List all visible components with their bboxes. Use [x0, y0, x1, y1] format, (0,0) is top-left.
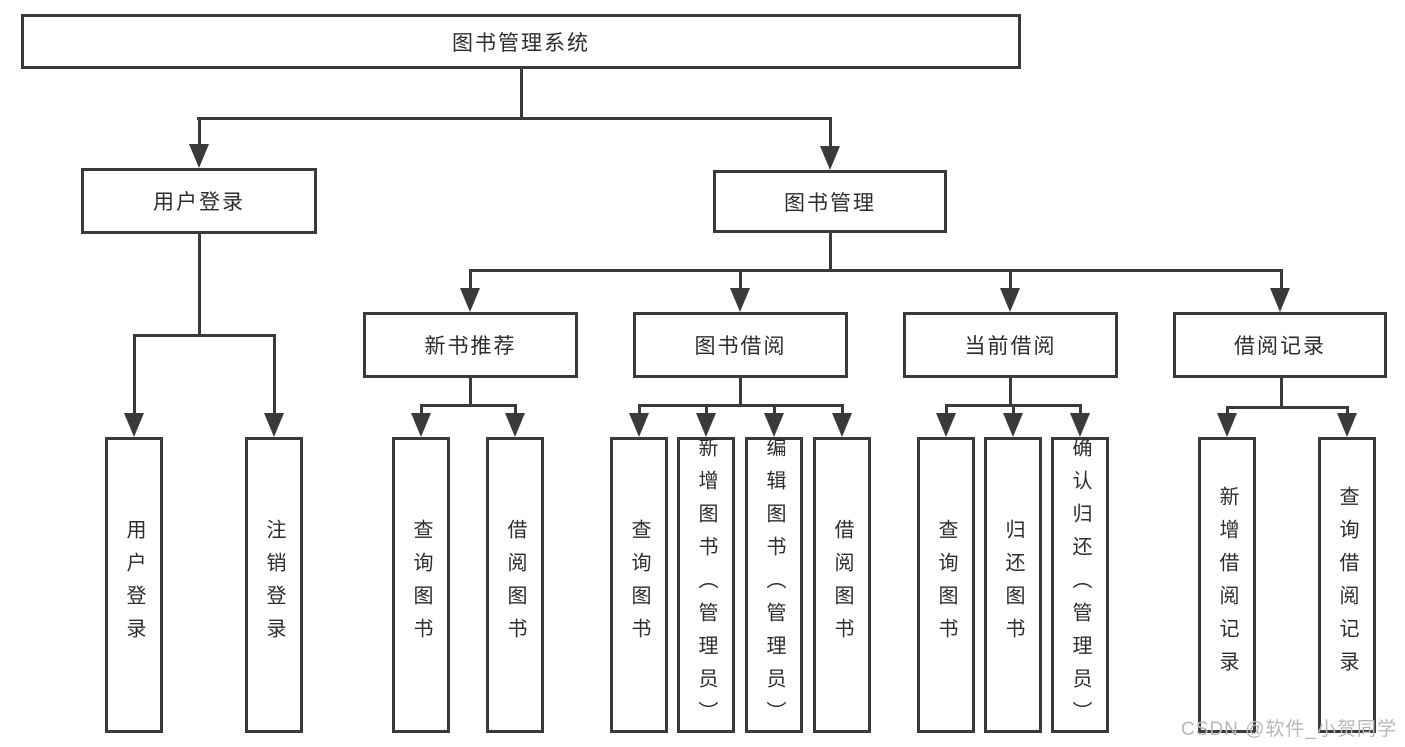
arrowhead-icon — [264, 413, 284, 437]
connector-line — [1011, 404, 1015, 420]
arrowhead-icon — [820, 146, 840, 170]
connector-line — [197, 117, 201, 150]
connector-line — [197, 117, 832, 120]
leaf-borrow-book-recommend-label: 借阅图书 — [504, 519, 526, 651]
arrowhead-icon — [1217, 413, 1237, 437]
leaf-add-borrow-record: 新增借阅记录 — [1198, 437, 1256, 733]
connector-line — [197, 232, 201, 336]
connector-line — [637, 404, 641, 420]
connector-line — [468, 269, 472, 293]
connector-line — [1279, 269, 1283, 293]
arrowhead-icon — [696, 413, 716, 437]
connector-line — [132, 334, 136, 418]
connector-line — [1078, 404, 1082, 420]
csdn-watermark: CSDN @软件_小贺同学 — [1181, 719, 1397, 740]
connector-line — [840, 404, 844, 420]
arrowhead-icon — [1270, 288, 1290, 312]
arrowhead-icon — [124, 413, 144, 437]
leaf-logout-label: 注销登录 — [263, 519, 285, 651]
leaf-user-login-label: 用户登录 — [123, 519, 145, 651]
leaf-return-book: 归还图书 — [984, 437, 1042, 733]
connector-line — [828, 231, 832, 271]
node-borrow-records: 借阅记录 — [1173, 312, 1387, 378]
node-library-management-system: 图书管理系统 — [21, 14, 1021, 69]
arrowhead-icon — [832, 413, 852, 437]
leaf-query-book-recommend: 查询图书 — [392, 437, 450, 733]
leaf-add-book-admin: 新增图书（管理员） — [677, 436, 735, 734]
arrowhead-icon — [1070, 413, 1090, 437]
arrowhead-icon — [460, 288, 480, 312]
connector-line — [704, 404, 708, 420]
arrowhead-icon — [1000, 288, 1020, 312]
connector-line — [272, 334, 276, 418]
node-book-management: 图书管理 — [713, 170, 947, 233]
leaf-return-book-label: 归还图书 — [1002, 519, 1024, 651]
connector-line — [739, 269, 742, 293]
connector-line — [772, 404, 776, 420]
arrowhead-icon — [505, 413, 525, 437]
leaf-query-book-current: 查询图书 — [917, 437, 975, 733]
leaf-borrow-book-recommend: 借阅图书 — [486, 437, 544, 733]
arrowhead-icon — [189, 144, 209, 168]
connector-line — [1009, 376, 1012, 407]
leaf-borrow-book: 借阅图书 — [813, 437, 871, 733]
connector-line — [828, 117, 832, 152]
leaf-query-book-recommend-label: 查询图书 — [410, 519, 432, 651]
arrowhead-icon — [411, 413, 431, 437]
node-new-book-recommend: 新书推荐 — [363, 312, 578, 378]
leaf-add-book-admin-label: 新增图书（管理员） — [695, 436, 717, 734]
connector-line — [513, 404, 517, 420]
leaf-query-borrow-record: 查询借阅记录 — [1318, 437, 1376, 733]
connector-line — [469, 376, 472, 407]
connector-line — [468, 269, 1283, 272]
leaf-add-borrow-record-label: 新增借阅记录 — [1216, 486, 1238, 684]
arrowhead-icon — [1003, 413, 1023, 437]
connector-line — [520, 66, 523, 119]
connector-line — [1225, 406, 1349, 409]
connector-line — [944, 404, 948, 420]
connector-line — [1009, 269, 1012, 293]
connector-line — [739, 376, 742, 407]
connector-line — [637, 404, 844, 407]
node-book-borrow: 图书借阅 — [633, 312, 848, 378]
leaf-borrow-book-label: 借阅图书 — [831, 519, 853, 651]
leaf-query-book-borrow-label: 查询图书 — [628, 519, 650, 651]
arrowhead-icon — [629, 413, 649, 437]
connector-line — [419, 404, 517, 407]
node-current-borrow: 当前借阅 — [903, 312, 1118, 378]
leaf-query-borrow-record-label: 查询借阅记录 — [1336, 486, 1358, 684]
arrowhead-icon — [764, 413, 784, 437]
arrowhead-icon — [936, 413, 956, 437]
leaf-edit-book-admin-label: 编辑图书（管理员） — [763, 436, 785, 734]
leaf-edit-book-admin: 编辑图书（管理员） — [745, 436, 803, 734]
arrowhead-icon — [730, 288, 750, 312]
leaf-confirm-return-admin-label: 确认归还（管理员） — [1069, 436, 1091, 734]
leaf-confirm-return-admin: 确认归还（管理员） — [1051, 436, 1109, 734]
connector-line — [1279, 376, 1283, 408]
leaf-query-book-current-label: 查询图书 — [935, 519, 957, 651]
leaf-user-login: 用户登录 — [105, 437, 163, 733]
leaf-query-book-borrow: 查询图书 — [610, 437, 668, 733]
connector-line — [419, 404, 423, 420]
node-user-login: 用户登录 — [81, 168, 317, 234]
connector-line — [132, 334, 276, 337]
leaf-logout: 注销登录 — [245, 437, 303, 733]
arrowhead-icon — [1337, 413, 1357, 437]
